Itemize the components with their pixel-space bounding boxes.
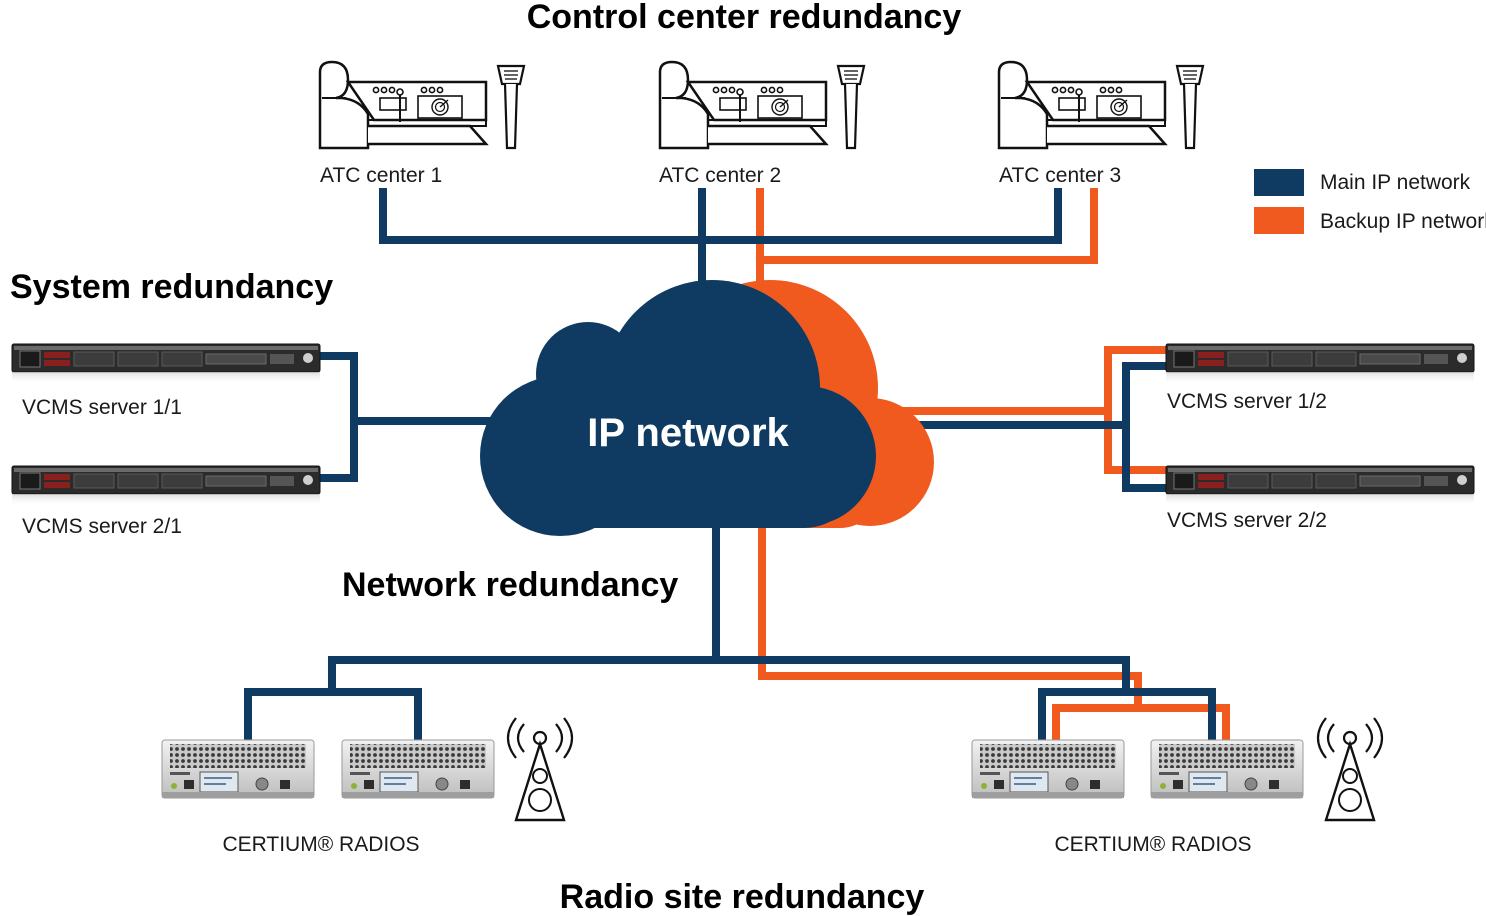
main-link-atc (379, 188, 1062, 244)
radio-group-label: CERTIUM® RADIOS (1054, 833, 1251, 856)
atc-workstation-icon (658, 60, 866, 150)
network-links (244, 188, 1230, 742)
atc-center-3: ATC center 3 (997, 60, 1205, 187)
server-label: VCMS server 1/2 (1167, 390, 1327, 413)
radio-unit-icon (161, 739, 315, 799)
server-right-2: VCMS server 2/2 (1165, 465, 1475, 532)
antenna-mast-icon (506, 716, 574, 822)
heading-network: Network redundancy (342, 566, 678, 604)
legend-backup-swatch (1254, 207, 1304, 234)
cloud-label: IP network (587, 411, 789, 455)
rack-server-icon (1165, 465, 1475, 507)
radio-unit-icon (971, 739, 1125, 799)
backup-link-radios (758, 520, 1142, 742)
main-cloud (480, 280, 876, 536)
server-label: VCMS server 2/1 (22, 515, 182, 538)
main-link-left-servers (318, 352, 358, 482)
heading-control-center: Control center redundancy (527, 0, 962, 36)
radio-site-left: CERTIUM® RADIOS (161, 716, 574, 856)
atc-center-label: ATC center 1 (320, 164, 442, 187)
legend-main-label: Main IP network (1320, 171, 1471, 194)
server-right-1: VCMS server 1/2 (1165, 343, 1475, 413)
radio-unit-icon (1150, 739, 1304, 799)
rack-server-icon (1165, 343, 1475, 385)
backup-link-atc (756, 188, 1098, 264)
radio-group-label: CERTIUM® RADIOS (222, 833, 419, 856)
backup-link-right-servers (1104, 346, 1168, 474)
atc-center-label: ATC center 3 (999, 164, 1121, 187)
atc-center-label: ATC center 2 (659, 164, 781, 187)
rack-server-icon (11, 343, 321, 385)
main-link-right-servers (1122, 362, 1168, 492)
radio-site-right: CERTIUM® RADIOS (971, 716, 1384, 856)
heading-radio-site: Radio site redundancy (560, 878, 925, 916)
legend-backup-label: Backup IP network (1320, 210, 1486, 233)
antenna-mast-icon (1316, 716, 1384, 822)
atc-workstation-icon (997, 60, 1205, 150)
atc-center-2: ATC center 2 (658, 60, 866, 187)
atc-center-1: ATC center 1 (318, 60, 526, 187)
heading-system: System redundancy (10, 268, 333, 306)
rack-server-icon (11, 465, 321, 507)
atc-workstation-icon (318, 60, 526, 150)
server-label: VCMS server 1/1 (22, 396, 182, 419)
main-link-radios (712, 520, 1130, 742)
server-left-1: VCMS server 1/1 (11, 343, 321, 419)
server-label: VCMS server 2/2 (1167, 509, 1327, 532)
server-left-2: VCMS server 2/1 (11, 465, 321, 538)
radio-unit-icon (341, 739, 495, 799)
legend-main-swatch (1254, 169, 1304, 196)
legend: Main IP network Backup IP network (1254, 169, 1486, 234)
